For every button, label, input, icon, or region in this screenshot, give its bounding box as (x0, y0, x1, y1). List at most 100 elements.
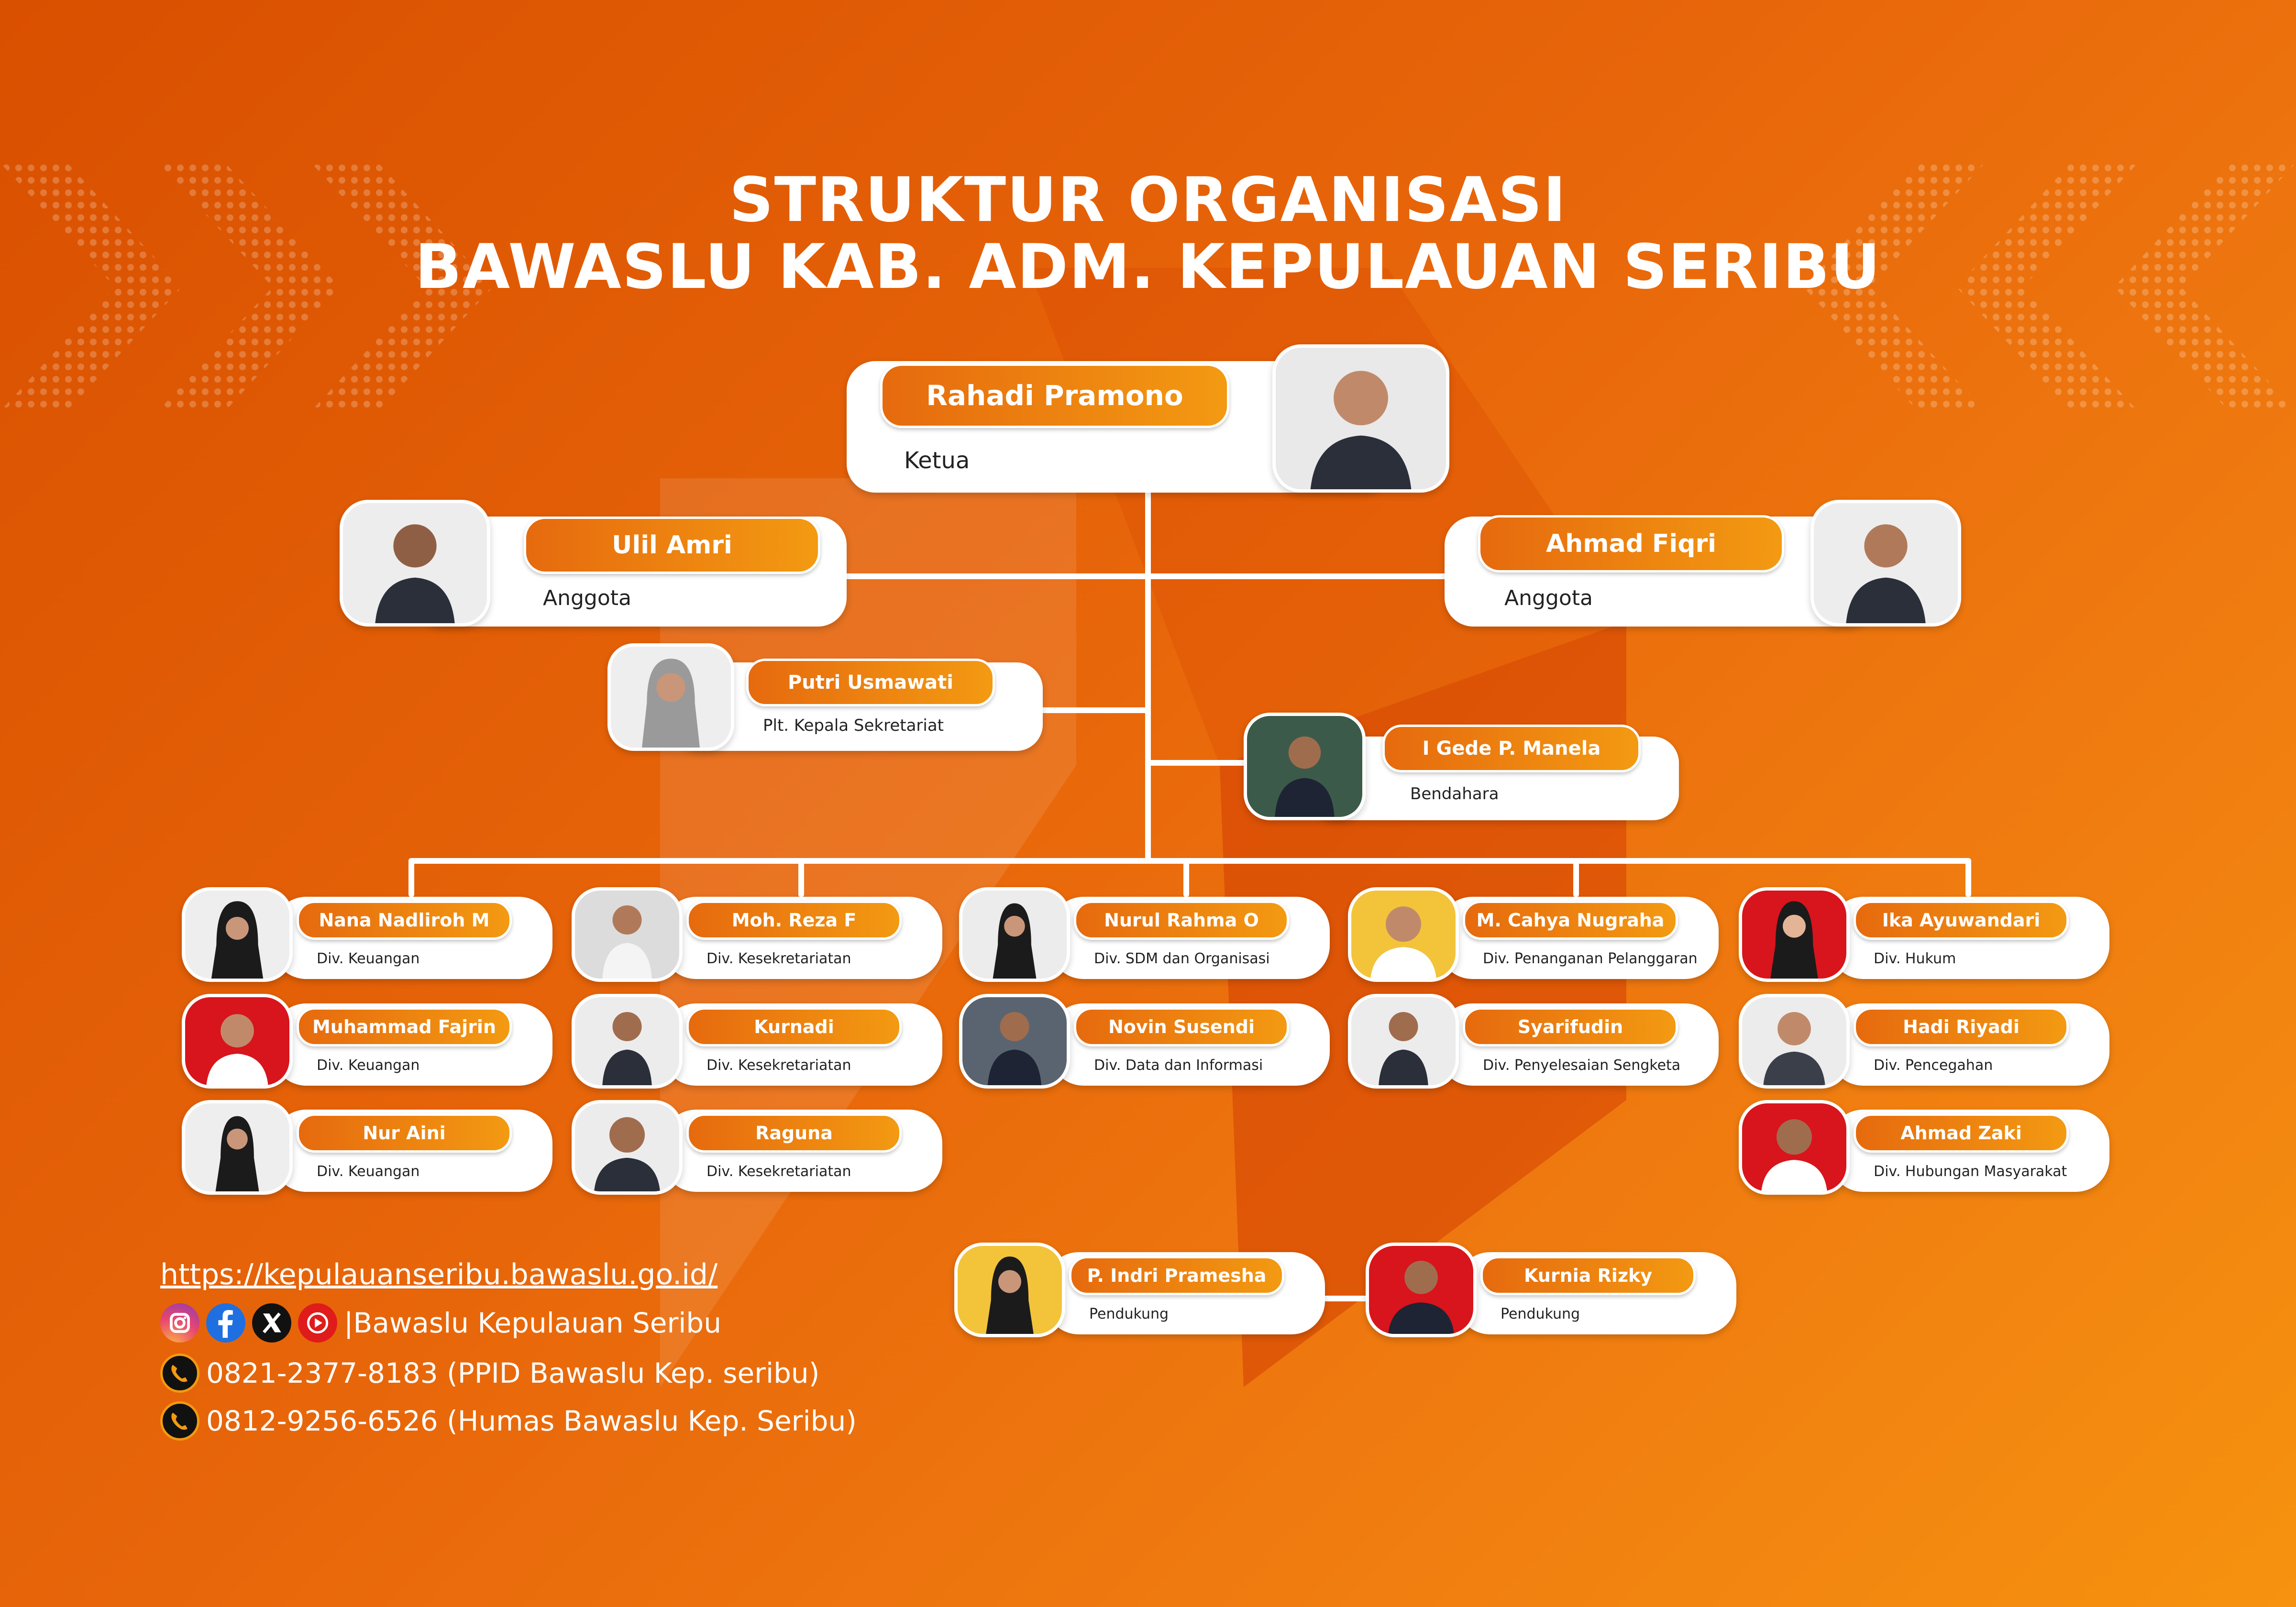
card-bendahara: I Gede P. Manela Bendahara (1244, 713, 1679, 823)
photo-staff (572, 1100, 683, 1195)
card-staff: Moh. Reza F Div. Kesekretariatan (572, 887, 945, 983)
card-staff: Novin Susendi Div. Data dan Informasi (959, 994, 1332, 1090)
staff-role: Div. Keuangan (317, 1057, 420, 1074)
name-anggota-left: Ulil Amri (524, 517, 820, 574)
photo-anggota-left (340, 500, 490, 627)
person-icon (185, 997, 289, 1085)
card-staff: Ika Ayuwandari Div. Hukum (1739, 887, 2112, 983)
website-link[interactable]: https://kepulauanseribu.bawaslu.go.id/ (160, 1258, 718, 1291)
card-staff: Nur Aini Div. Keuangan (182, 1100, 555, 1196)
photo-staff (959, 887, 1070, 982)
phone-humas[interactable]: 0812-9256-6526 (Humas Bawaslu Kep. Serib… (206, 1405, 857, 1437)
staff-name: Moh. Reza F (686, 901, 902, 940)
social-row: |Bawaslu Kepulauan Seribu (160, 1303, 721, 1343)
role-sekretariat: Plt. Kepala Sekretariat (763, 716, 944, 735)
card-ketua: Rahadi Pramono Ketua (847, 344, 1449, 497)
staff-role: Div. Keuangan (317, 950, 420, 967)
person-icon (575, 1103, 679, 1191)
instagram-icon[interactable] (160, 1303, 199, 1343)
card-staff: Kurnadi Div. Kesekretariatan (572, 994, 945, 1090)
photo-bendahara (1244, 713, 1366, 820)
staff-role: Div. Pencegahan (1874, 1057, 1993, 1074)
photo-sekretariat (607, 643, 734, 751)
role-anggota-right: Anggota (1504, 586, 1593, 610)
card-sekretariat: Putri Usmawati Plt. Kepala Sekretariat (607, 643, 1043, 753)
phone-row-2: 0812-9256-6526 (Humas Bawaslu Kep. Serib… (160, 1401, 857, 1441)
photo-anggota-right (1810, 500, 1961, 627)
staff-name: Novin Susendi (1074, 1007, 1289, 1046)
card-staff: Nana Nadliroh M Div. Keuangan (182, 887, 555, 983)
phone-ppid[interactable]: 0821-2377-8183 (PPID Bawaslu Kep. seribu… (206, 1357, 820, 1389)
person-icon (1247, 716, 1362, 817)
staff-role: Div. Kesekretariatan (706, 1163, 851, 1180)
photo-staff (1348, 994, 1459, 1089)
photo-staff (182, 1100, 293, 1195)
staff-name: Raguna (686, 1113, 902, 1153)
name-bendahara: I Gede P. Manela (1382, 725, 1641, 772)
photo-support (954, 1243, 1065, 1337)
page-title-line1: STRUKTUR ORGANISASI (729, 165, 1567, 236)
person-icon (1814, 503, 1958, 623)
card-anggota-right: Ahmad Fiqri Anggota (1445, 500, 1961, 629)
support-name: P. Indri Pramesha (1069, 1256, 1284, 1295)
person-icon (343, 503, 487, 623)
staff-role: Div. Kesekretariatan (706, 950, 851, 967)
card-anggota-left: Ulil Amri Anggota (340, 500, 856, 629)
name-anggota-right: Ahmad Fiqri (1478, 515, 1784, 572)
person-icon (1276, 348, 1446, 489)
person-icon (185, 891, 289, 979)
staff-name: Muhammad Fajrin (297, 1007, 512, 1046)
photo-staff (1348, 887, 1459, 982)
photo-staff (182, 994, 293, 1089)
staff-name: Hadi Riyadi (1854, 1007, 2069, 1046)
card-support: Kurnia Rizky Pendukung (1366, 1243, 1739, 1338)
person-icon (958, 1246, 1062, 1334)
name-sekretariat: Putri Usmawati (746, 659, 995, 706)
support-name: Kurnia Rizky (1480, 1256, 1696, 1295)
card-staff: Hadi Riyadi Div. Pencegahan (1739, 994, 2112, 1090)
support-role: Pendukung (1089, 1306, 1169, 1322)
person-icon (1351, 891, 1456, 979)
role-ketua: Ketua (904, 447, 970, 474)
card-staff: Syarifudin Div. Penyelesaian Sengketa (1348, 994, 1721, 1090)
card-support: P. Indri Pramesha Pendukung (954, 1243, 1327, 1338)
x-icon[interactable] (252, 1303, 291, 1343)
person-icon (962, 891, 1067, 979)
person-icon (1742, 997, 1846, 1085)
staff-name: Nur Aini (297, 1113, 512, 1153)
role-anggota-left: Anggota (543, 586, 631, 610)
staff-role: Div. Penanganan Pelanggaran (1483, 950, 1698, 967)
phone-icon (160, 1354, 199, 1393)
youtube-icon[interactable] (298, 1303, 337, 1343)
person-icon (575, 997, 679, 1085)
phone-row-1: 0821-2377-8183 (PPID Bawaslu Kep. seribu… (160, 1354, 819, 1393)
card-staff: Ahmad Zaki Div. Hubungan Masyarakat (1739, 1100, 2112, 1196)
staff-role: Div. Keuangan (317, 1163, 420, 1180)
staff-role: Div. Kesekretariatan (706, 1057, 851, 1074)
person-icon (1351, 997, 1456, 1085)
photo-staff (1739, 1100, 1850, 1195)
person-icon (1742, 891, 1846, 979)
photo-support (1366, 1243, 1477, 1337)
card-staff: Raguna Div. Kesekretariatan (572, 1100, 945, 1196)
staff-role: Div. Hukum (1874, 950, 1956, 967)
staff-name: Ika Ayuwandari (1854, 901, 2069, 940)
staff-name: Syarifudin (1463, 1007, 1678, 1046)
person-icon (1369, 1246, 1473, 1334)
staff-role: Div. Data dan Informasi (1094, 1057, 1263, 1074)
phone-icon (160, 1401, 199, 1441)
social-label: |Bawaslu Kepulauan Seribu (344, 1307, 721, 1339)
card-staff: M. Cahya Nugraha Div. Penanganan Pelangg… (1348, 887, 1721, 983)
photo-staff (572, 887, 683, 982)
person-icon (1742, 1103, 1846, 1191)
staff-name: Nurul Rahma O (1074, 901, 1289, 940)
facebook-icon[interactable] (206, 1303, 245, 1343)
staff-name: Nana Nadliroh M (297, 901, 512, 940)
photo-staff (572, 994, 683, 1089)
person-icon (611, 647, 731, 748)
photo-staff (959, 994, 1070, 1089)
photo-ketua (1272, 344, 1449, 493)
photo-staff (1739, 994, 1850, 1089)
card-staff: Nurul Rahma O Div. SDM dan Organisasi (959, 887, 1332, 983)
staff-role: Div. Hubungan Masyarakat (1874, 1163, 2067, 1180)
